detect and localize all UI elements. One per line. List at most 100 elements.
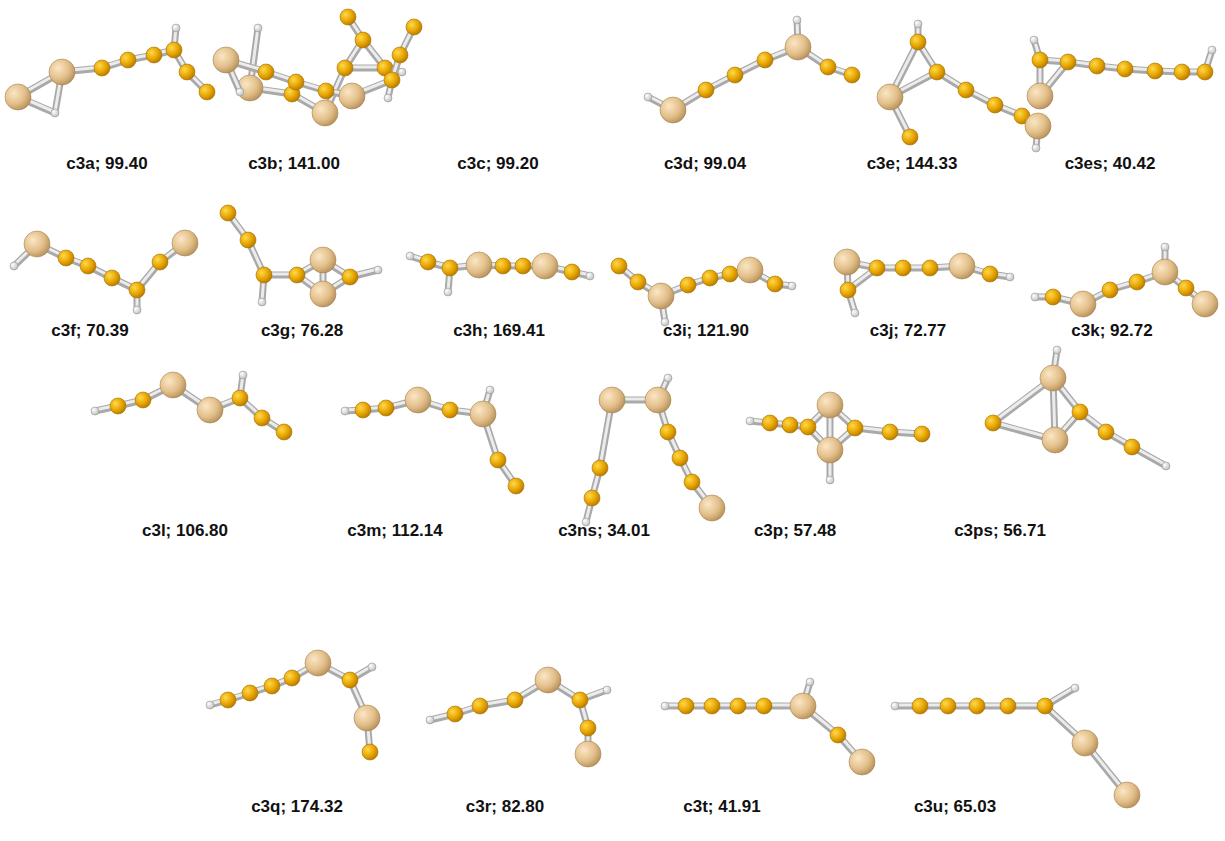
atom — [1161, 243, 1169, 251]
atom — [756, 698, 772, 714]
atom — [104, 270, 120, 286]
atom — [1070, 291, 1096, 317]
molecule — [237, 9, 406, 126]
atom — [1027, 83, 1053, 109]
atom — [172, 230, 198, 256]
atom — [704, 698, 720, 714]
atom — [1147, 63, 1163, 79]
atom — [355, 402, 371, 418]
atom — [160, 372, 186, 398]
atom — [820, 59, 836, 75]
atom — [1174, 64, 1190, 80]
atom — [490, 452, 506, 468]
atom — [757, 52, 773, 68]
atom — [239, 371, 247, 379]
atom — [535, 667, 561, 693]
structure-label: c3a; 99.40 — [66, 154, 147, 174]
atom — [1006, 273, 1014, 281]
structure-label: c3f; 70.39 — [51, 321, 129, 341]
atom — [532, 253, 558, 279]
atom — [914, 426, 930, 442]
atom — [256, 267, 272, 283]
atom — [442, 402, 458, 418]
atom — [985, 415, 1001, 431]
atom — [1197, 64, 1213, 80]
atom — [378, 400, 394, 416]
atom — [240, 232, 256, 248]
atom — [727, 67, 743, 83]
atom — [1053, 346, 1061, 354]
atom — [630, 274, 646, 290]
atom — [129, 282, 145, 298]
structure-label: c3t; 41.91 — [683, 797, 761, 817]
molecule — [582, 374, 725, 526]
atom — [929, 64, 945, 80]
atom — [447, 706, 463, 722]
atom — [1037, 698, 1053, 714]
atom — [1117, 61, 1133, 77]
atom — [678, 698, 694, 714]
atom — [702, 270, 718, 286]
structure-label: c3q; 174.32 — [251, 797, 343, 817]
atom — [793, 16, 801, 24]
atom — [305, 650, 331, 676]
atom — [645, 387, 671, 413]
atom — [384, 72, 400, 88]
atom — [341, 407, 349, 415]
structure-label: c3c; 99.20 — [457, 154, 538, 174]
atom — [746, 417, 754, 425]
structure-label: c3j; 72.77 — [870, 321, 947, 341]
atom — [834, 249, 860, 275]
atom — [362, 744, 378, 760]
structure-label: c3r; 82.80 — [466, 797, 544, 817]
atom — [232, 390, 248, 406]
molecule — [746, 392, 930, 484]
atom — [1030, 36, 1038, 44]
atom — [1000, 698, 1016, 714]
atom — [782, 417, 798, 433]
atom — [49, 59, 75, 85]
atom — [940, 698, 956, 714]
atom — [958, 82, 974, 98]
atom — [891, 702, 899, 710]
molecule — [1027, 36, 1216, 109]
atom — [575, 741, 601, 767]
atom — [94, 60, 110, 76]
atom — [987, 97, 1003, 113]
atom — [737, 257, 763, 283]
atom — [368, 663, 376, 671]
atom — [466, 252, 492, 278]
atom — [1040, 365, 1066, 391]
structure-label: c3i; 121.90 — [663, 321, 749, 341]
molecule — [644, 16, 860, 123]
structure-label: c3b; 141.00 — [248, 154, 340, 174]
atom — [592, 460, 608, 476]
atom — [648, 283, 674, 309]
atom — [660, 97, 686, 123]
atom — [849, 749, 875, 775]
atom — [310, 281, 336, 307]
atom — [288, 74, 304, 90]
atom — [969, 698, 985, 714]
atom — [1042, 427, 1068, 453]
atom — [584, 490, 600, 506]
atom — [51, 109, 59, 117]
atom — [312, 100, 338, 126]
atom — [869, 260, 885, 276]
atom — [135, 392, 151, 408]
atom — [472, 698, 488, 714]
atom — [830, 727, 846, 743]
atom — [1060, 54, 1076, 70]
atom — [572, 692, 588, 708]
molecule — [206, 650, 380, 760]
structure-label: c3e; 144.33 — [867, 154, 958, 174]
atom — [1152, 259, 1178, 285]
atom — [1178, 280, 1194, 296]
structure-label: c3p; 57.48 — [754, 521, 836, 541]
atom — [146, 47, 162, 63]
atom — [1102, 282, 1118, 298]
atom — [258, 64, 274, 80]
atom — [242, 685, 258, 701]
atom — [611, 258, 627, 274]
